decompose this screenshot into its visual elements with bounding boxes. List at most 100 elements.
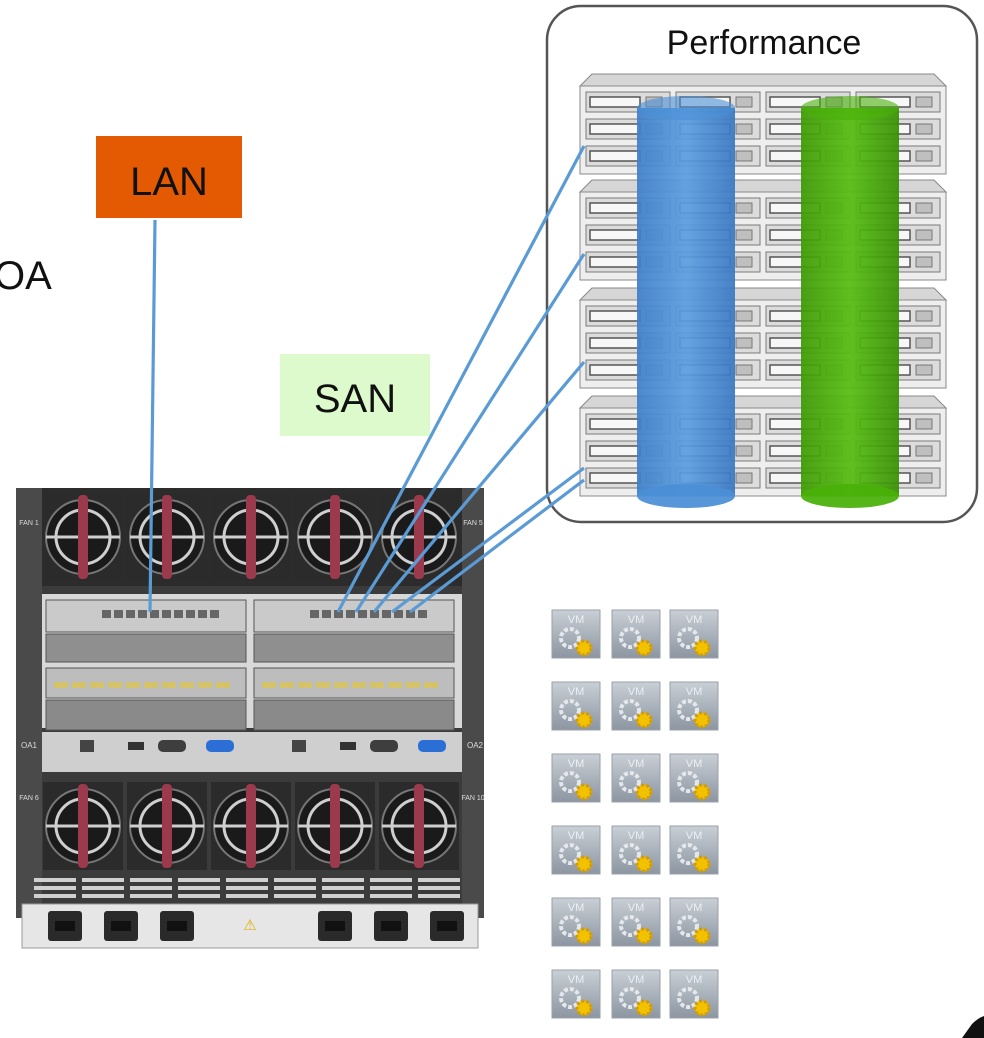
module-port <box>102 610 111 618</box>
vm-gear-gray-icon <box>559 915 581 937</box>
vm-label: VM <box>686 974 703 986</box>
storage-title: Performance <box>667 24 862 62</box>
oa-rj45-port <box>80 740 94 752</box>
vm-label: VM <box>628 758 645 770</box>
partial-oa-label: OA <box>0 254 52 298</box>
drive-led-block <box>915 418 933 430</box>
vm-label: VM <box>568 614 585 626</box>
vm-gear-yellow-icon <box>635 783 653 801</box>
fan-latch <box>246 495 256 579</box>
vm-icon: VM <box>611 969 661 1019</box>
drive-led-block <box>915 310 933 322</box>
vm-gear-yellow-icon <box>693 927 711 945</box>
vent-slot <box>370 886 412 890</box>
module-port <box>394 610 403 618</box>
vm-label: VM <box>628 686 645 698</box>
drive-led-block <box>915 256 933 268</box>
vm-icon: VM <box>551 897 601 947</box>
vm-icon: VM <box>669 897 719 947</box>
drive-led-block <box>915 445 933 457</box>
link-line <box>148 219 157 613</box>
vm-gear-yellow-icon <box>693 783 711 801</box>
storage-group: Performance <box>545 4 979 524</box>
vm-label: VM <box>686 686 703 698</box>
vent-slot <box>34 886 76 890</box>
drive-led-block <box>915 472 933 484</box>
fan-label-top-left: FAN 1 <box>19 520 39 527</box>
cylinder-top <box>637 96 735 120</box>
link-line <box>354 253 586 613</box>
module-sfp <box>280 682 294 688</box>
fan <box>127 493 207 581</box>
blade-enclosure: ⚠ FAN 1 FAN 5 FAN 6 FAN 10 OA1 OA2 <box>16 488 485 949</box>
vm-gear-yellow-icon <box>575 783 593 801</box>
drive-led-block <box>915 150 933 162</box>
module-sfp <box>90 682 104 688</box>
fan-latch <box>330 495 340 579</box>
fan-latch <box>246 784 256 868</box>
vm-icon: VM <box>611 825 661 875</box>
drive-handle <box>589 150 641 162</box>
vent-slot <box>82 878 124 882</box>
vent-slot <box>82 894 124 898</box>
vm-gear-gray-icon <box>677 771 699 793</box>
module-sfp <box>54 682 68 688</box>
drive-led-block <box>915 202 933 214</box>
vm-icon: VM <box>611 897 661 947</box>
module-port <box>174 610 183 618</box>
lan-text: LAN <box>130 160 208 204</box>
vent-slot <box>370 878 412 882</box>
vm-icon: VM <box>611 681 661 731</box>
vm-label: VM <box>568 830 585 842</box>
psu-inlet <box>437 921 457 931</box>
link-line <box>391 466 585 614</box>
network-links <box>148 145 586 614</box>
drive-led-block <box>735 472 753 484</box>
fan-label-top-right: FAN 5 <box>463 520 483 527</box>
link-line <box>409 478 585 614</box>
vm-gear-yellow-icon <box>635 855 653 873</box>
drive-led-block <box>915 123 933 135</box>
vm-label: VM <box>686 614 703 626</box>
module-sfp <box>180 682 194 688</box>
green-volume <box>801 96 899 508</box>
vm-gear-yellow-icon <box>575 711 593 729</box>
vent-slot <box>274 894 316 898</box>
drive-led-block <box>735 256 753 268</box>
vm-label: VM <box>628 974 645 986</box>
drive-led-block <box>735 202 753 214</box>
drive-handle <box>589 229 641 241</box>
fan <box>211 493 291 581</box>
vm-gear-gray-icon <box>677 843 699 865</box>
drive-handle <box>589 123 641 135</box>
vm-gear-yellow-icon <box>635 999 653 1017</box>
vent-slot <box>322 894 364 898</box>
fan <box>43 493 123 581</box>
module-port <box>370 610 379 618</box>
drive-handle <box>589 310 641 322</box>
vm-label: VM <box>628 614 645 626</box>
drive-led-block <box>735 229 753 241</box>
module-port <box>310 610 319 618</box>
vent-slot <box>322 886 364 890</box>
vent-slot <box>34 894 76 898</box>
cylinder-bottom <box>637 484 735 508</box>
fan <box>211 782 291 870</box>
module-port <box>322 610 331 618</box>
cylinder-body <box>801 108 899 496</box>
fan-latch <box>78 495 88 579</box>
vm-gear-yellow-icon <box>575 855 593 873</box>
module <box>45 699 247 731</box>
vm-icon: VM <box>551 681 601 731</box>
fan <box>127 782 207 870</box>
vm-gear-gray-icon <box>677 627 699 649</box>
vm-icon: VM <box>669 753 719 803</box>
drive-handle <box>589 364 641 376</box>
drive-handle <box>589 418 641 430</box>
vent-slot <box>34 878 76 882</box>
module-port <box>126 610 135 618</box>
drive-led-block <box>915 96 933 108</box>
drive-led-block <box>915 337 933 349</box>
